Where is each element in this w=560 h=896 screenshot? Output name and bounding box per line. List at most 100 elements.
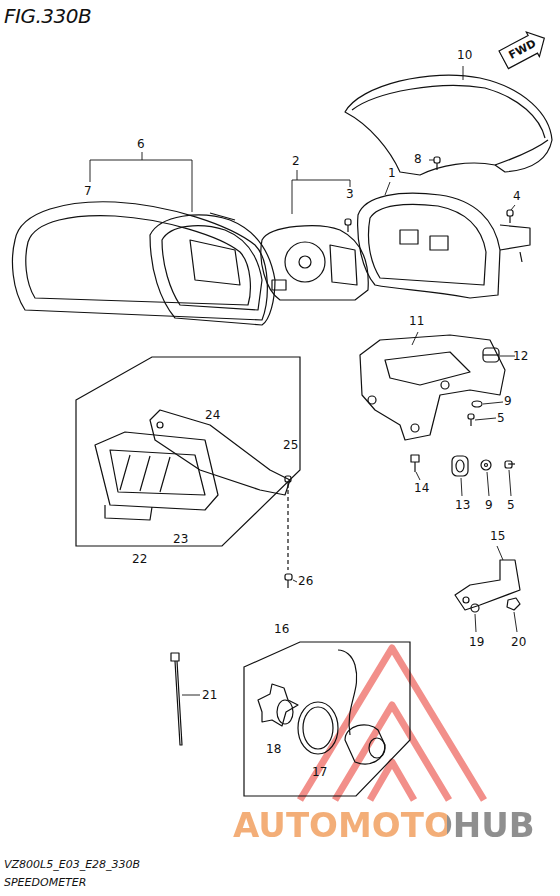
screw (434, 157, 440, 170)
washer (471, 604, 479, 612)
cable-tie (171, 653, 179, 661)
callout-number: 21 (202, 688, 217, 702)
watermark-logo (300, 648, 484, 800)
callout-number: 26 (298, 574, 313, 588)
nut (507, 598, 520, 610)
washer (472, 401, 482, 407)
grommet (452, 456, 468, 476)
nut (507, 598, 520, 610)
meter-cover (345, 75, 552, 175)
indicator-lens (110, 450, 205, 495)
screw (507, 210, 513, 216)
circuit-board (330, 245, 357, 285)
speed-sensor (345, 725, 385, 764)
circuit-board (261, 226, 368, 300)
meter-case (400, 230, 418, 244)
meter-cover (352, 85, 545, 138)
mounting-bracket (411, 424, 419, 432)
screw (468, 414, 474, 426)
meter-case (520, 252, 522, 262)
drawing-code: VZ800L5_E03_E28_330B (4, 857, 140, 872)
screw (285, 574, 292, 588)
meter-case (358, 193, 500, 298)
callout-number: 7 (84, 184, 92, 198)
callout-number: 15 (490, 529, 505, 543)
grommet (452, 456, 468, 476)
screw (508, 463, 515, 464)
callout-number: 20 (511, 635, 526, 649)
callout-number: 23 (173, 532, 188, 546)
mounting-bracket (385, 352, 470, 385)
washer (485, 464, 488, 467)
callout-number: 4 (513, 189, 521, 203)
watermark-logo (300, 648, 484, 800)
leader-lines (483, 402, 503, 404)
leader-lines (416, 472, 420, 480)
seal-ring (298, 702, 338, 754)
direction-arrow: FWD (496, 24, 552, 73)
cable-tie (171, 653, 182, 745)
indicator-bracket (150, 410, 290, 495)
washer (481, 460, 491, 470)
callout-number: 24 (205, 408, 220, 422)
callout-number: 16 (274, 622, 289, 636)
indicator-bracket (150, 410, 290, 495)
callout-number: 6 (137, 137, 145, 151)
gear-drive (258, 684, 298, 726)
screw (470, 419, 471, 426)
meter-cover (345, 75, 552, 175)
group-box: 24 25 23 22 (72, 352, 304, 568)
indicator-lens (95, 432, 218, 510)
callout-number: 13 (455, 498, 470, 512)
meter-case (430, 236, 448, 250)
screw (434, 157, 440, 163)
callout-number: 22 (132, 552, 147, 566)
washer (481, 460, 491, 470)
callout-number: 3 (346, 187, 354, 201)
seal-ring (303, 707, 333, 749)
indicator-lens (95, 432, 218, 520)
callout-number: 18 (266, 742, 281, 756)
leader-lines (497, 546, 503, 560)
grommet (483, 354, 499, 355)
dashed-line (287, 490, 288, 570)
washer (472, 401, 482, 407)
watermark: AUTOMOTOHUB (233, 806, 535, 844)
meter-housing (162, 226, 262, 310)
leader-lines (412, 332, 418, 345)
screw (285, 574, 292, 580)
bolt (411, 455, 419, 472)
callout-number: 9 (504, 394, 512, 408)
speed-sensor (338, 650, 357, 735)
node-outline (76, 357, 300, 546)
screw (287, 580, 288, 588)
washer (471, 604, 479, 612)
circuit-board (285, 242, 325, 282)
leader-lines (463, 66, 464, 80)
leader-lines (487, 472, 489, 496)
callout-number: 1 (388, 166, 396, 180)
leader-lines (182, 695, 200, 696)
meter-cover (495, 140, 548, 165)
leader-lines (461, 478, 462, 496)
screw (436, 163, 437, 170)
leader-lines (385, 182, 390, 195)
meter-case (500, 225, 530, 250)
grommet (483, 348, 499, 362)
meter-bracket (455, 560, 520, 610)
circuit-board (299, 256, 311, 268)
meter-bracket (455, 560, 520, 610)
watermark-logo (335, 705, 449, 800)
meter-housing (210, 213, 235, 220)
watermark-logo (370, 762, 414, 800)
grommet (483, 348, 499, 362)
group-box: 161817 (238, 620, 416, 802)
mounting-bracket (360, 335, 505, 440)
screw (345, 219, 351, 225)
callout-number: 25 (283, 438, 298, 452)
leader-lines (475, 418, 496, 420)
screw (347, 225, 348, 232)
leader-lines (500, 356, 515, 357)
leader-lines (475, 614, 476, 632)
grommet (456, 460, 464, 472)
